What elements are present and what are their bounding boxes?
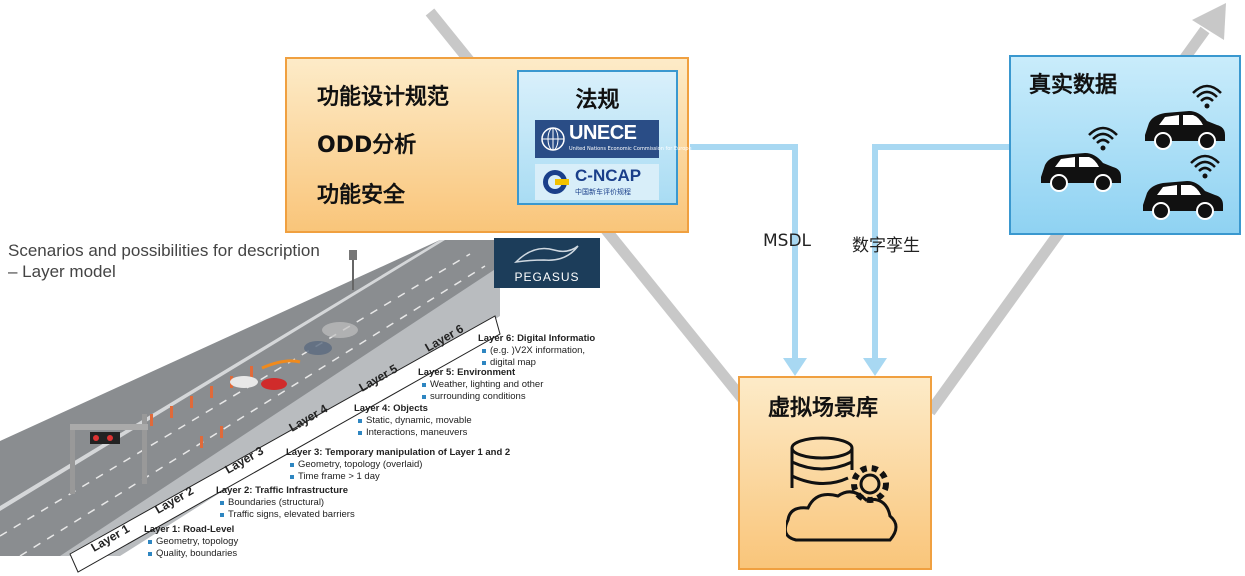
layer-bullet: Geometry, topology [144,536,238,548]
virtual-scene-library-title: 虚拟场景库 [768,396,879,421]
digital-twin-flow-arrow [872,144,1009,362]
road-shoulder [60,266,500,556]
v-right-arrowhead [1192,3,1226,40]
layer-heading: Layer 2: Traffic Infrastructure [216,485,348,496]
real-data-title: 真实数据 [1029,73,1118,98]
regulation-title: 法规 [575,88,620,113]
unece-logo-text: UNECE [569,122,637,144]
layer-bullet: Weather, lighting and other [418,379,543,391]
msdl-flow-arrow [690,144,798,362]
msdl-arrowhead [783,358,807,376]
layer-bullet: Interactions, maneuvers [354,427,472,439]
connected-car-icon [1143,84,1227,151]
cncap-logo: C-NCAP 中国新车评价规程 [535,164,659,200]
odd-analysis-label: ODD分析 [317,133,417,158]
layer-bullet: Quality, boundaries [144,548,238,560]
msdl-label: MSDL [763,231,812,251]
layer-bullet: Traffic signs, elevated barriers [216,509,355,521]
real-data-box: 真实数据 [1009,55,1241,235]
cncap-logo-subtext: 中国新车评价规程 [575,188,631,196]
layer-bullet: Time frame > 1 day [286,471,510,483]
connected-cars-group [1039,84,1227,221]
layer-heading: Layer 6: Digital Informatio [478,333,596,344]
layer-heading: Layer 4: Objects [354,403,428,414]
cncap-emblem-icon [543,170,569,194]
layer-model-title: Scenarios and possibilities for descript… [8,241,320,281]
un-emblem-icon [541,127,565,151]
cncap-logo-text: C-NCAP [575,166,642,185]
layer-label-strip [69,315,501,573]
layer-bullet: Geometry, topology (overlaid) [286,459,510,471]
cars-icon [230,322,358,390]
unece-logo: UNECE United Nations Economic Commission… [535,120,692,158]
digital-twin-arrowhead [863,358,887,376]
layer-bullet: digital map [478,357,595,369]
virtual-scene-library-box: 虚拟场景库 [738,376,932,570]
road-surface [0,240,500,556]
pegasus-logo-text: PEGASUS [514,270,580,284]
layer-bullet: Static, dynamic, movable [354,415,472,427]
antenna-tower-icon [349,250,357,290]
digital-twin-label: 数字孪生 [852,236,920,256]
connected-car-icon [1141,154,1225,221]
connected-car-icon [1039,126,1123,193]
pegasus-logo: PEGASUS [494,238,600,288]
functional-safety-label: 功能安全 [317,183,406,208]
pegasus-wing-icon [514,245,579,264]
layer-bullet: Boundaries (structural) [216,497,355,509]
layer-bullet: (e.g. )V2X information, [478,345,595,357]
layer-heading: Layer 3: Temporary manipulation of Layer… [286,447,511,458]
regulation-box: 法规 UNECE United Nations Economic Commiss… [517,70,692,205]
layer-bullet: surrounding conditions [418,391,543,403]
database-cloud-gear-icon [786,436,898,542]
functional-design-spec-label: 功能设计规范 [317,85,450,110]
layer-heading: Layer 1: Road-Level [144,524,235,535]
layer-heading: Layer 5: Environment [418,367,516,378]
unece-logo-subtext: United Nations Economic Commission for E… [569,146,692,152]
layer-description: Layer 6: Digital Informatio(e.g. )V2X in… [478,333,595,369]
sign-gantry-icon [70,414,148,494]
layer-description: Layer 3: Temporary manipulation of Layer… [286,447,510,483]
